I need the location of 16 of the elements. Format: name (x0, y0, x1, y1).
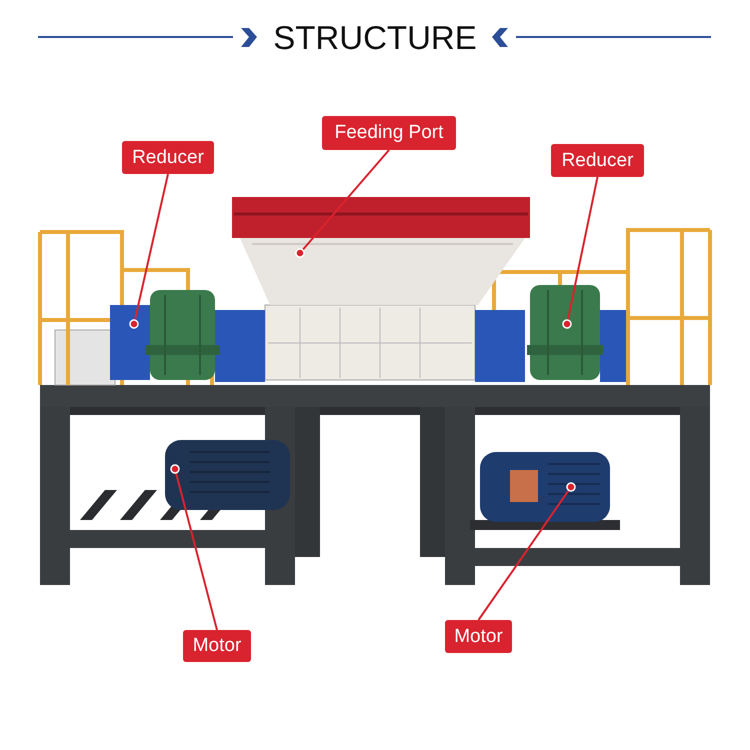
motor-drawing (165, 440, 290, 510)
hopper-drawing (232, 197, 530, 305)
heading: STRUCTURE (272, 18, 478, 58)
callout-label: Feeding Port (322, 116, 456, 150)
leader-line (295, 149, 390, 258)
callout-label: Motor (445, 620, 512, 653)
reducer-drawing (527, 285, 603, 380)
reducer-drawing (110, 290, 220, 380)
leader-line (562, 176, 598, 329)
motor-drawing (480, 452, 610, 522)
callout-label: Reducer (122, 141, 214, 174)
callout-label: Motor (183, 630, 251, 662)
callout-label: Reducer (551, 144, 644, 177)
leader-line (129, 174, 169, 329)
leader-line (170, 464, 218, 630)
leader-line (478, 482, 576, 621)
